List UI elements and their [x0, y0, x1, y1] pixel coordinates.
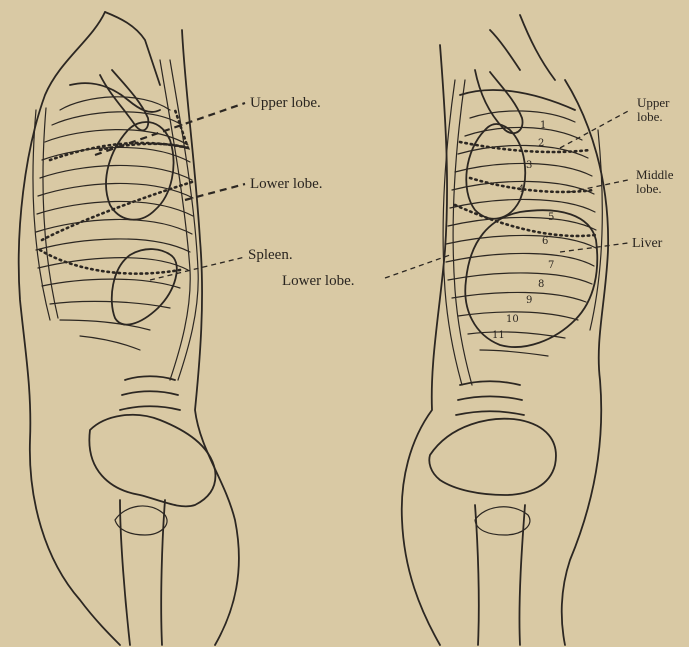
rib-number: 7 — [548, 260, 554, 271]
label-right-upper-lobe: Upper lobe. — [637, 96, 670, 124]
left-neck-line — [105, 12, 160, 85]
rib-number: 1 — [540, 120, 546, 131]
right-torso-figure: 1 2 3 4 5 6 7 8 9 10 11 — [385, 15, 630, 645]
rib-number: 8 — [538, 279, 544, 290]
left-torso-figure — [19, 12, 245, 645]
left-femur — [120, 500, 165, 645]
rib-number: 3 — [526, 160, 532, 171]
right-lung-middle-fissure — [470, 178, 594, 192]
rib-number: 10 — [506, 314, 519, 325]
left-body-outline-front — [19, 12, 120, 645]
right-neck-line — [490, 15, 555, 80]
rib-number: 9 — [526, 295, 532, 306]
left-lung-bottom-border — [40, 250, 180, 274]
label-spleen: Spleen. — [248, 248, 293, 262]
right-leader-upper — [560, 110, 630, 148]
rib-number: 11 — [492, 330, 505, 341]
left-shoulder — [100, 70, 148, 130]
right-leader-lower — [385, 255, 450, 278]
left-heart — [106, 122, 173, 220]
left-hip-socket — [115, 506, 167, 535]
rib-number: 6 — [542, 236, 548, 247]
right-lung-upper-fissure — [460, 142, 590, 152]
rib-number: 4 — [518, 184, 524, 195]
left-leader-lower — [185, 184, 245, 200]
left-lung-lower-border — [42, 182, 192, 240]
label-right-middle-lobe: Middle lobe. — [636, 168, 674, 196]
right-body-outline-back — [402, 45, 447, 645]
right-ribcage — [446, 111, 602, 356]
left-spleen-outline — [112, 249, 177, 325]
label-left-lower-lobe: Lower lobe. — [250, 177, 322, 191]
label-liver: Liver — [632, 237, 662, 251]
right-femur — [475, 505, 525, 645]
right-heart — [466, 124, 525, 219]
right-pelvis — [429, 419, 556, 495]
left-pelvis — [89, 415, 215, 507]
right-hip-socket — [475, 507, 530, 535]
rib-number: 2 — [538, 138, 544, 149]
label-right-lower-lobe: Lower lobe. — [282, 274, 354, 288]
label-left-upper-lobe: Upper lobe. — [250, 96, 321, 110]
rib-number: 5 — [548, 212, 554, 223]
